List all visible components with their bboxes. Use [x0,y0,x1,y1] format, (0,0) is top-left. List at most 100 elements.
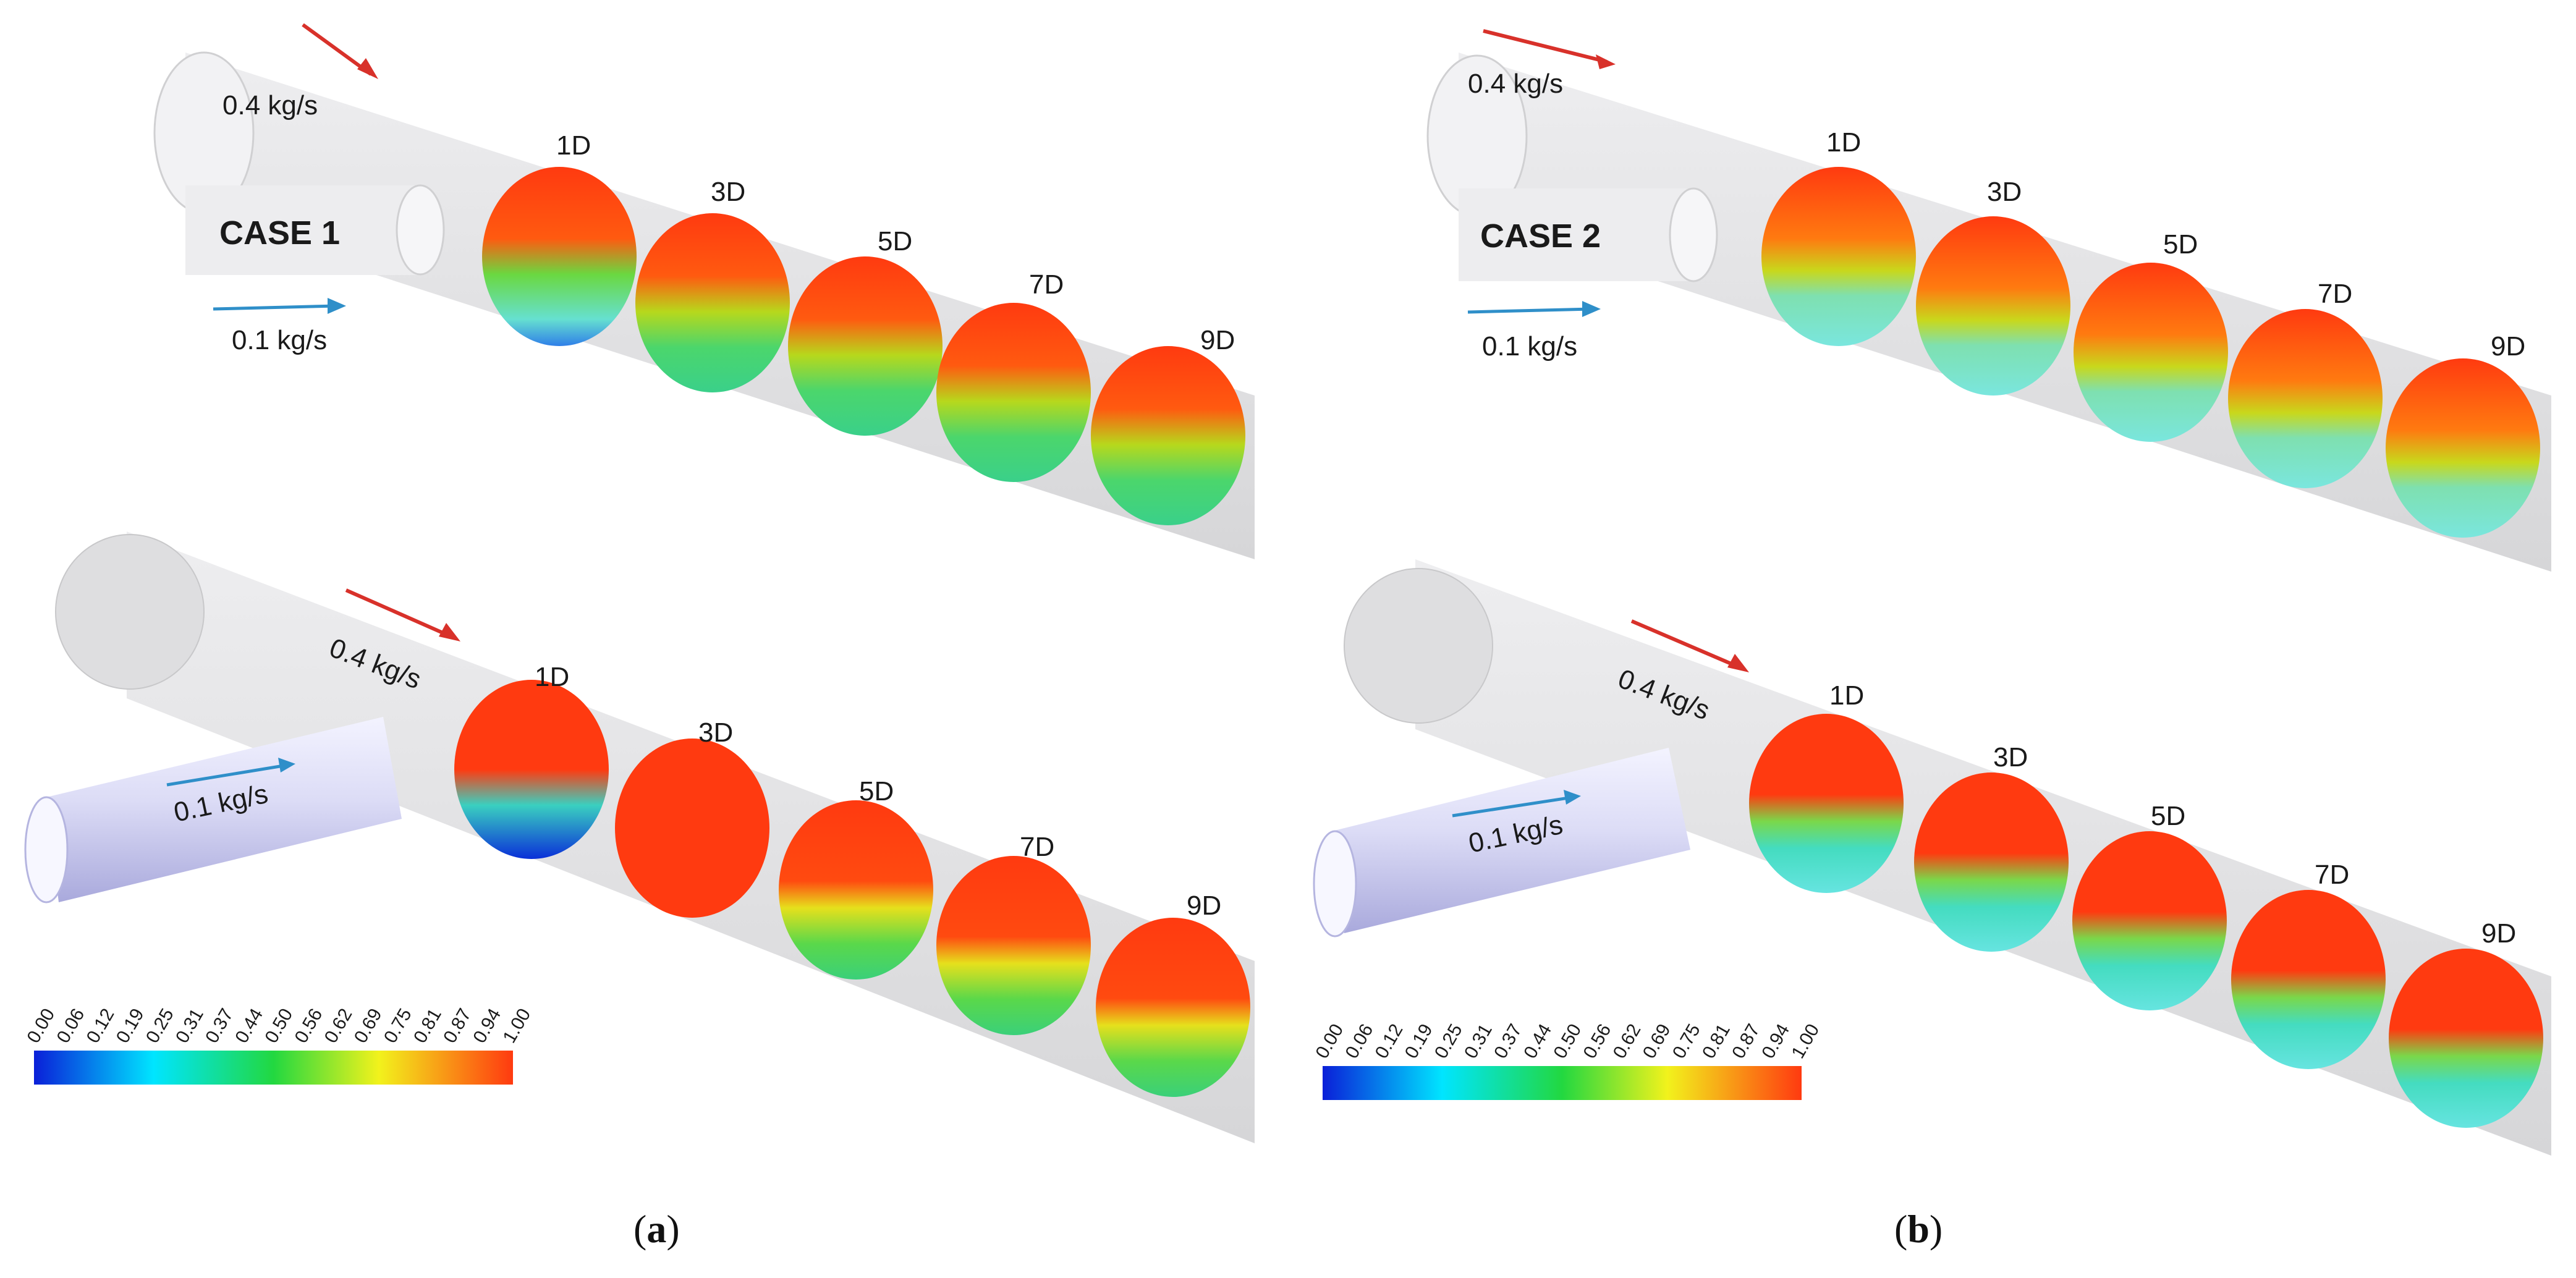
panel-caption-a: (a) [633,1207,680,1251]
station-label-9d: 9D [1200,325,1235,355]
colorbar-tick-label: 0.50 [1549,1020,1585,1062]
colorbar-tick-label: 0.06 [1342,1020,1378,1062]
red-flow-arrow-icon [345,588,452,638]
station-label-9d: 9D [2481,918,2516,949]
panel-caption-b: (b) [1894,1207,1943,1251]
station-label-1d: 1D [1829,680,1864,711]
colorbar-tick-label: 0.56 [291,1005,327,1046]
case-label: CASE 2 [1480,218,1601,255]
red-flow-arrow-icon [302,23,372,76]
colorbar-scale [1323,1066,1802,1100]
main-pipe-inlet [1344,568,1493,724]
station-label-5d: 5D [859,776,894,806]
colorbar-tick-labels: 0.000.060.120.190.250.310.370.440.500.56… [23,1005,535,1046]
station-label-5d: 5D [878,226,912,256]
section-disc-3d [615,738,769,918]
colorbar-tick-label: 0.19 [112,1005,148,1046]
section-disc-5d [788,256,943,436]
station-label-1d: 1D [535,662,569,692]
branch-flow-label: 0.1 kg/s [1482,331,1577,362]
branch-pipe-end [1669,187,1718,282]
station-label-9d: 9D [1187,891,1221,921]
blue-flow-arrow-head [1564,790,1581,805]
branch-pipe [1459,188,1693,281]
section-disc-5d [2074,263,2228,442]
branch-pipe [46,717,402,902]
colorbar-tick-label: 0.44 [231,1005,267,1046]
section-disc-7d [2228,309,2383,488]
blue-flow-arrow-head [1582,301,1601,317]
colorbar-tick-label: 0.81 [1698,1020,1734,1062]
colorbar-tick-label: 0.12 [83,1005,119,1046]
red-flow-arrow-head [439,623,460,641]
station-label-3d: 3D [1987,177,2022,207]
panel-b-top: 0.4 kg/s CASE 2 0.1 kg/s 1D 3D 5D 7D 9D [1426,29,2551,572]
station-label-1d: 1D [556,130,591,161]
blue-flow-arrow-icon [166,763,288,787]
colorbar-tick-label: 0.87 [439,1005,475,1046]
section-disc-1d [1761,167,1916,346]
colorbar-tick-labels: 0.000.060.120.190.250.310.370.440.500.56… [1311,1020,1823,1062]
blue-flow-arrow-icon [213,304,337,311]
blue-flow-arrow-icon [1467,307,1592,314]
station-label-3d: 3D [711,177,745,207]
section-disc-1d [1749,714,1904,893]
section-disc-5d [779,800,933,980]
colorbar-tick-label: 0.31 [1460,1020,1496,1062]
section-disc-1d [454,680,609,859]
colorbar-tick-label: 0.31 [172,1005,208,1046]
colorbar-tick-label: 0.69 [350,1005,386,1046]
colorbar-tick-label: 0.69 [1639,1020,1675,1062]
colorbar-tick-label: 0.44 [1520,1020,1556,1062]
section-disc-5d [2072,831,2227,1010]
main-flow-label: 0.4 kg/s [222,90,318,121]
section-disc-9d [1096,918,1250,1097]
panel-a-bottom: 0.4 kg/s 0.1 kg/s 1D 3D 5D 7D 9D 0.000.0… [23,531,1255,1143]
colorbar-tick-label: 0.62 [1609,1020,1645,1062]
section-disc-1d [482,167,637,346]
colorbar-tick-label: 0.50 [261,1005,297,1046]
red-flow-arrow-icon [1483,29,1608,64]
panel-a-top: 0.4 kg/s CASE 1 0.1 kg/s 1D 3D 5D 7D 9D [153,23,1255,559]
colorbar-tick-label: 0.06 [53,1005,89,1046]
colorbar-tick-label: 0.37 [1490,1020,1526,1062]
colorbar-tick-label: 0.75 [380,1005,416,1046]
colorbar-tick-label: 0.37 [201,1005,237,1046]
colorbar-tick-label: 0.25 [142,1005,178,1046]
station-label-5d: 5D [2151,801,2185,831]
colorbar-tick-label: 0.75 [1669,1020,1705,1062]
colorbar-tick-label: 0.94 [1758,1020,1794,1062]
colorbar-tick-label: 1.00 [1787,1020,1823,1062]
section-disc-9d [2389,949,2543,1128]
station-label-7d: 7D [2318,279,2352,309]
red-flow-arrow-head [1596,54,1616,69]
colorbar-tick-label: 1.00 [499,1005,535,1046]
section-disc-7d [936,303,1091,482]
station-label-7d: 7D [2315,860,2349,890]
colorbar-tick-label: 0.81 [410,1005,446,1046]
section-disc-9d [1091,346,1245,525]
branch-pipe-inlet [24,796,69,903]
section-disc-3d [1914,772,2069,952]
blue-flow-arrow-icon [1452,795,1574,818]
branch-pipe [185,185,420,275]
station-label-7d: 7D [1020,832,1054,862]
colorbar-tick-label: 0.87 [1728,1020,1764,1062]
station-label-3d: 3D [698,717,733,748]
main-pipe-inlet [55,534,205,690]
station-label-7d: 7D [1029,269,1064,300]
section-disc-7d [2231,890,2386,1069]
branch-pipe [1332,748,1690,933]
red-flow-arrow-head [357,58,378,79]
branch-pipe-end [396,184,445,276]
branch-pipe-inlet [1313,830,1357,937]
colorbar-tick-label: 0.56 [1580,1020,1616,1062]
colorbar-tick-label: 0.19 [1401,1020,1437,1062]
panel-b-bottom: 0.4 kg/s 0.1 kg/s 1D 3D 5D 7D 9D 0.000.0… [1311,559,2551,1156]
red-flow-arrow-icon [1630,619,1741,669]
station-label-3d: 3D [1993,742,2028,772]
colorbar-tick-label: 0.62 [321,1005,357,1046]
main-flow-label: 0.4 kg/s [1468,69,1563,99]
colorbar-tick-label: 0.12 [1371,1020,1407,1062]
